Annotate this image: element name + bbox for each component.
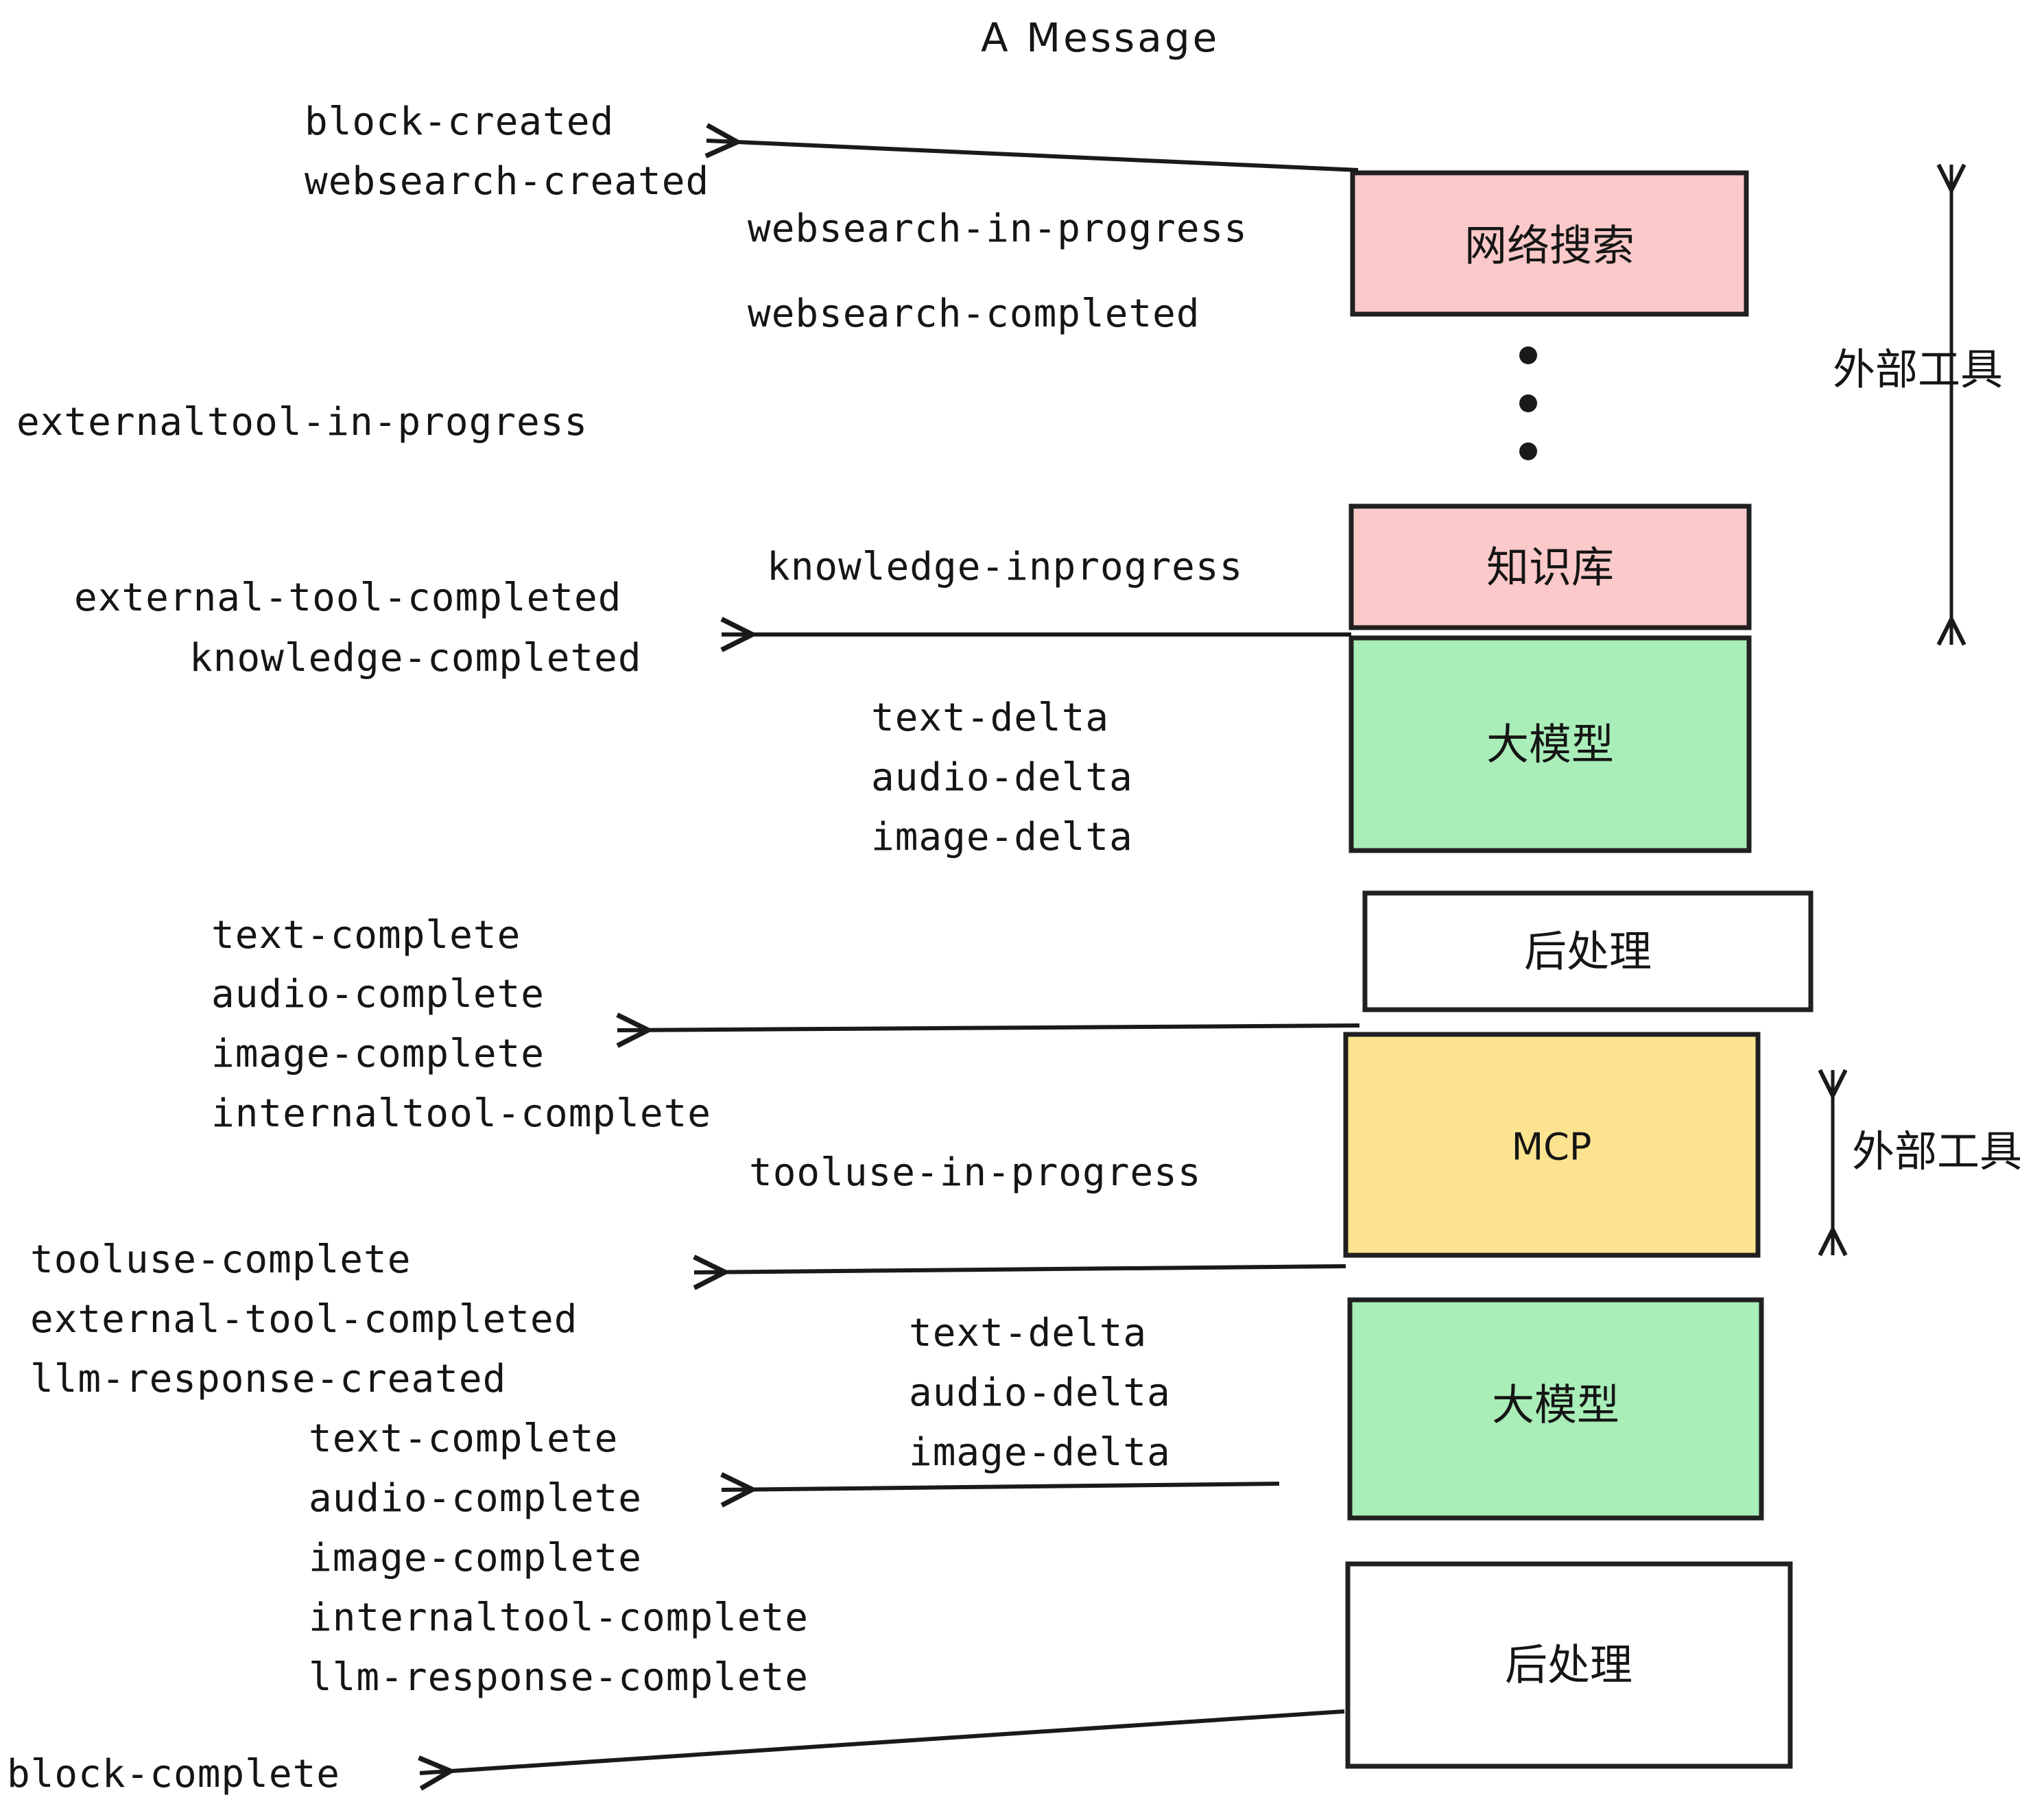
event-label: text-delta — [909, 1311, 1147, 1355]
node-llm-bottom-label: 大模型 — [1492, 1380, 1619, 1430]
event-label: audio-complete — [211, 972, 545, 1017]
event-label: image-delta — [871, 815, 1133, 859]
event-label: websearch-completed — [748, 292, 1200, 336]
event-label: audio-delta — [909, 1370, 1171, 1415]
arrow-mcp-to-events — [694, 1266, 1346, 1272]
node-postprocess-top-label: 后处理 — [1524, 927, 1652, 977]
ellipsis-dot-2 — [1519, 394, 1537, 412]
event-label: tooluse-in-progress — [749, 1150, 1202, 1195]
arrow-llm-bottom-to-events — [722, 1484, 1280, 1490]
node-websearch[interactable] — [1350, 170, 1749, 317]
event-label: image-complete — [309, 1536, 642, 1580]
arrow-websearch-to-events — [706, 141, 1359, 172]
event-label: websearch-created — [305, 159, 709, 204]
event-label: internaltool-complete — [211, 1091, 711, 1136]
event-label: knowledge-inprogress — [767, 545, 1243, 589]
node-websearch-label: 网络搜索 — [1464, 221, 1635, 271]
ellipsis-dot-1 — [1519, 346, 1537, 364]
node-postprocess-bottom-label: 后处理 — [1505, 1640, 1632, 1690]
event-label: llm-response-created — [30, 1357, 506, 1401]
event-label: llm-response-complete — [309, 1655, 809, 1700]
node-postprocess-top[interactable] — [1362, 890, 1814, 1012]
event-label: block-created — [305, 99, 614, 144]
event-label: tooluse-complete — [30, 1237, 411, 1282]
node-llm-top-label: 大模型 — [1486, 720, 1614, 770]
event-label: external-tool-completed — [74, 575, 621, 620]
event-label: image-complete — [211, 1032, 545, 1076]
arrow-postprocess-bottom-to-events — [420, 1709, 1345, 1773]
event-label: audio-delta — [871, 755, 1133, 800]
event-label: text-complete — [309, 1416, 618, 1461]
event-label: audio-complete — [309, 1476, 642, 1521]
event-label: text-delta — [871, 696, 1109, 740]
event-label: external-tool-completed — [30, 1297, 578, 1342]
event-label: knowledge-completed — [189, 636, 642, 680]
arrow-postprocess-top-to-events — [617, 1025, 1360, 1030]
node-postprocess-bottom[interactable] — [1345, 1561, 1793, 1769]
event-label: image-delta — [909, 1430, 1171, 1475]
external-tools-bottom-label: 外部工具 — [1852, 1126, 2022, 1176]
event-label: websearch-in-progress — [748, 206, 1248, 251]
event-label: text-complete — [211, 913, 521, 958]
node-mcp[interactable] — [1343, 1032, 1761, 1258]
node-llm-bottom[interactable] — [1347, 1297, 1764, 1521]
ellipsis-dot-3 — [1519, 442, 1537, 460]
node-knowledge-label: 知识库 — [1486, 543, 1614, 593]
external-tools-top-label: 外部工具 — [1833, 344, 2003, 394]
node-mcp-label: MCP — [1512, 1126, 1592, 1169]
event-label: block-complete — [7, 1752, 340, 1796]
node-knowledge[interactable] — [1348, 503, 1752, 630]
node-llm-top[interactable] — [1348, 635, 1752, 853]
diagram-title: A Message — [981, 14, 1220, 61]
event-label: internaltool-complete — [309, 1595, 809, 1640]
event-label: externaltool-in-progress — [16, 400, 588, 444]
